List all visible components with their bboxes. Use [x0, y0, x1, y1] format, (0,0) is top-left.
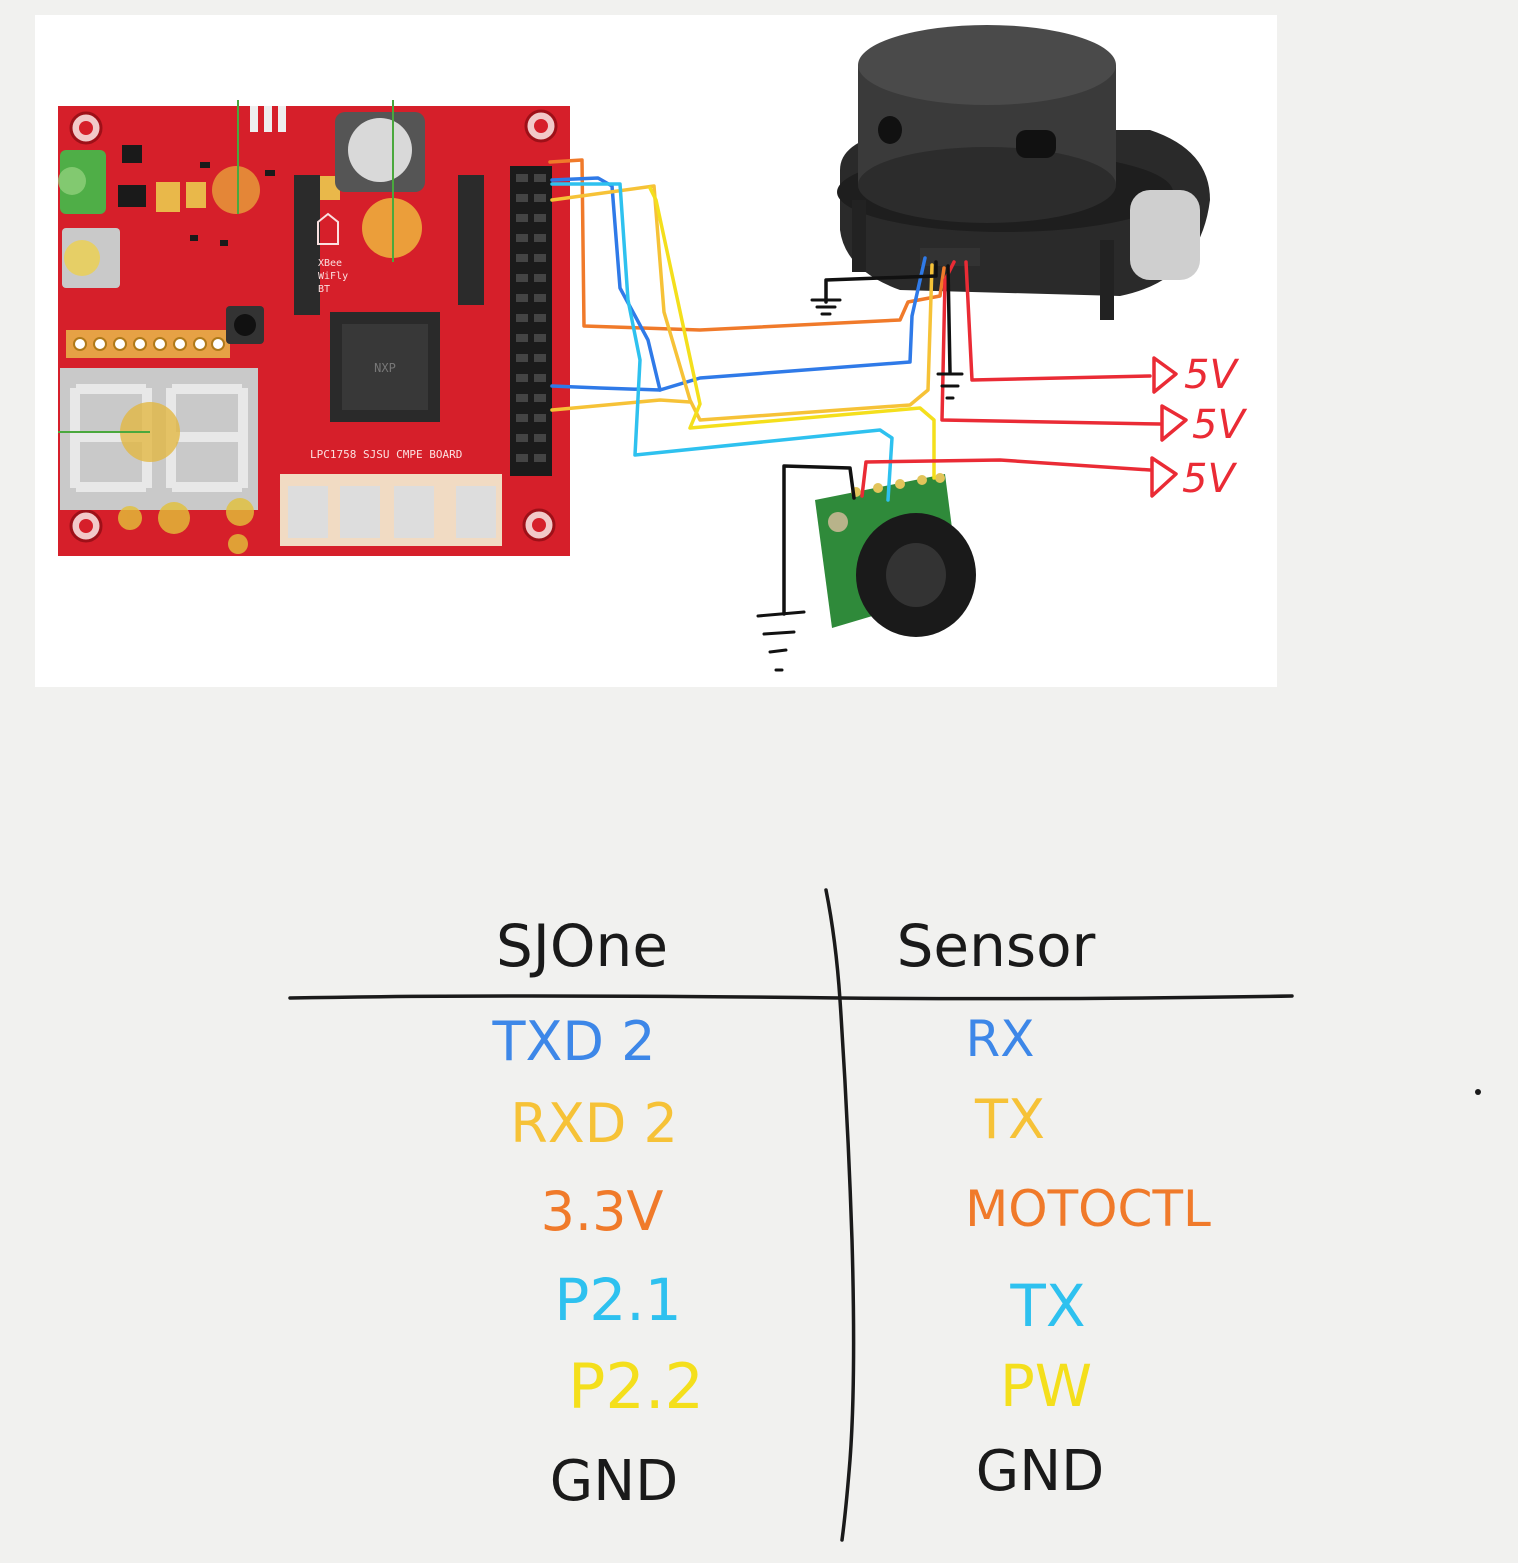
- table-header-divider: [288, 994, 1294, 1001]
- table-row: P2.2 PW: [568, 1350, 1092, 1423]
- sjone-pin-p21: P2.1: [554, 1266, 681, 1334]
- sensor-pin-pw: PW: [1000, 1352, 1092, 1420]
- seven-segment-display: [58, 368, 258, 510]
- board-label: LPC1758 SJSU CMPE BOARD: [310, 448, 462, 461]
- sensor-pin-rx: RX: [966, 1010, 1035, 1068]
- gpio-pin-header: [510, 166, 552, 476]
- pin-mapping-table: SJOne Sensor TXD 2 RX RXD 2 TX 3.3V MOTO…: [288, 888, 1294, 1542]
- sensor-pin-motoctl: MOTOCTL: [965, 1180, 1211, 1238]
- xbee-slot: XBee WiFly BT: [294, 175, 484, 315]
- wire-lidar-gnd-2: [946, 264, 952, 374]
- smd-components: [118, 145, 275, 246]
- sensor-pin-gnd: GND: [976, 1439, 1104, 1504]
- wire-3v3-motoctl: [548, 158, 946, 332]
- ground-icon: [810, 298, 842, 316]
- table-row: GND GND: [550, 1439, 1104, 1514]
- wire-lidar-gnd: [824, 260, 938, 304]
- sjone-board: XBee WiFly BT NXP: [58, 100, 570, 556]
- wires: [548, 158, 1162, 616]
- xbee-label: XBee: [318, 258, 342, 269]
- lidar-sensor-icon: [837, 25, 1210, 320]
- wire-p21-sonar-tx: [550, 182, 894, 502]
- wire-lidar-5v: [964, 260, 1152, 382]
- wire-sonar-5v: [860, 458, 1152, 498]
- lidar-5v-label: 5V: [1184, 352, 1239, 398]
- wire-txd2-rx: [550, 176, 927, 392]
- table-row: TXD 2 RX: [491, 1010, 1034, 1073]
- table-header-sensor: Sensor: [897, 912, 1096, 980]
- power-rail-labels: 5V 5V 5V: [1150, 352, 1247, 502]
- battery-holder-icon: [335, 112, 425, 258]
- crystal-highlight: [212, 166, 260, 214]
- tactile-buttons: [280, 474, 502, 546]
- mounting-holes: [69, 109, 558, 543]
- sjone-pin-txd2: TXD 2: [491, 1010, 655, 1073]
- wire-rxd2-tx: [550, 184, 934, 422]
- mcu-chip-icon: NXP: [330, 312, 440, 422]
- sonar-5v-label: 5V: [1182, 456, 1237, 502]
- io-header: [66, 330, 230, 358]
- sjone-pin-gnd: GND: [550, 1449, 678, 1514]
- table-header-sjone: SJOne: [496, 912, 668, 980]
- ground-icon: [756, 610, 806, 672]
- wire-p22-pw: [648, 186, 936, 480]
- sjone-pin-3v3: 3.3V: [541, 1180, 664, 1243]
- stray-ink-dot: [1475, 1089, 1481, 1095]
- power-arrow-icon: [1150, 356, 1188, 498]
- wifly-label: WiFly: [318, 271, 348, 282]
- bt-label: BT: [318, 284, 330, 295]
- sensor-pin-tx: TX: [974, 1088, 1045, 1151]
- table-row: 3.3V MOTOCTL: [541, 1180, 1211, 1243]
- sjone-pin-rxd2: RXD 2: [510, 1092, 678, 1155]
- ground-icon: [936, 372, 964, 400]
- ultrasonic-sensor-icon: [815, 473, 976, 637]
- motor-5v-label: 5V: [1192, 402, 1247, 448]
- wire-sonar-gnd: [782, 464, 856, 616]
- ground-symbols: [756, 298, 964, 672]
- table-row: P2.1 TX: [554, 1266, 1085, 1340]
- sjone-pin-p22: P2.2: [568, 1350, 704, 1423]
- sensor-pin-sonar-tx: TX: [1009, 1272, 1085, 1340]
- table-column-divider: [824, 888, 856, 1542]
- svg-text:NXP: NXP: [374, 361, 396, 375]
- table-row: RXD 2 TX: [510, 1088, 1045, 1155]
